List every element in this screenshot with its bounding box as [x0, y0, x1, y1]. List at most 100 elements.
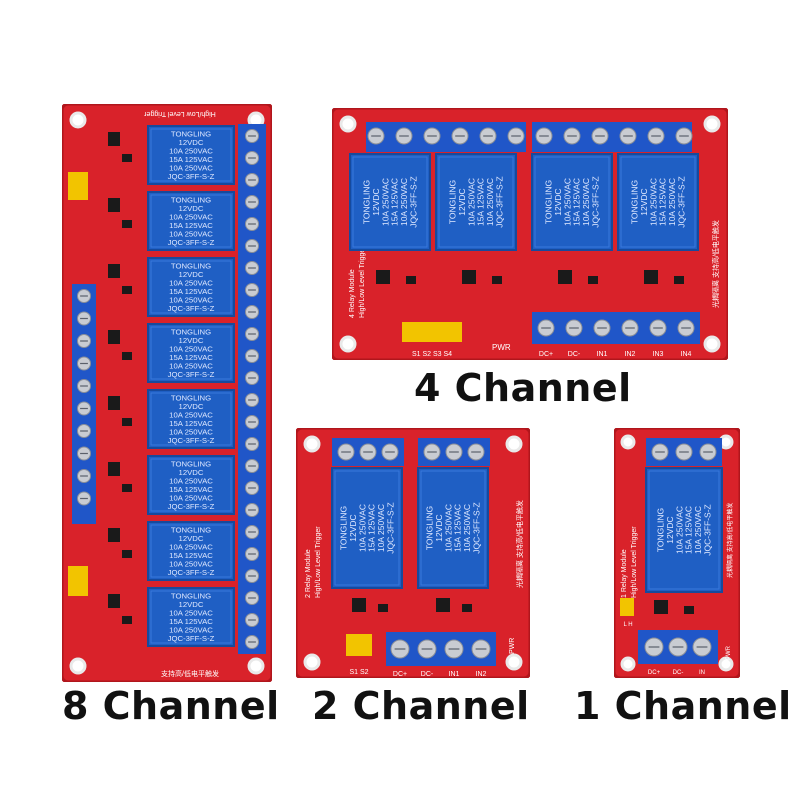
relay-print-line: 12VDC — [665, 516, 675, 543]
ic-chip — [378, 604, 388, 612]
relay-board-4-channel-image: MH 4 Relay Module High/Low Level Trigger… — [332, 108, 728, 360]
relay-board-1-channel: 1 Relay Module High/Low Level Trigger 光耦… — [614, 428, 740, 678]
relay-print-line: 15A 125VAC — [572, 178, 582, 226]
relay-print-line: 15A 125VAC — [684, 506, 694, 554]
relay-print-line: 10A 250VAC — [693, 506, 703, 554]
ic-chip — [122, 616, 132, 624]
ic-chip — [108, 330, 120, 344]
relay-print-line: 10A 250VAC — [169, 427, 213, 436]
relay-print-line: TONGLING — [171, 129, 211, 138]
ic-chip — [122, 154, 132, 162]
relay-print-line: 10A 250VAC — [169, 625, 213, 634]
board2-pwr-label: PWR — [509, 638, 516, 654]
relay-print-line: 12VDC — [348, 514, 358, 541]
relay-print-line: 15A 125VAC — [453, 504, 463, 552]
terminal-label: IN3 — [653, 351, 664, 358]
relay-board-2-channel: 2 Relay Module High/Low Level Trigger 光耦… — [296, 428, 530, 678]
board2-side-silk: 2 Relay Module — [305, 549, 312, 598]
terminal-label: IN1 — [597, 351, 608, 358]
relay-print-line: 10A 250VAC — [376, 504, 386, 552]
relay-print-line: 12VDC — [179, 270, 204, 279]
terminal-label: IN1 — [449, 671, 460, 678]
relay-print-line: 12VDC — [371, 188, 381, 215]
terminal-label: DC- — [421, 671, 434, 678]
terminal-label: DC- — [673, 670, 684, 676]
relay-print-line: 10A 250VAC — [648, 178, 658, 226]
relay-print-line: 10A 250VAC — [169, 361, 213, 370]
relay-print-line: JQC-3FF-S-Z — [168, 436, 215, 445]
ic-chip — [108, 594, 120, 608]
ic-chip — [684, 606, 694, 614]
ic-chip — [674, 276, 684, 284]
board1-jumper-labels: L H — [623, 622, 632, 628]
board1-side-silk-2: High/Low Level Trigger — [631, 526, 638, 598]
relay-print-line: 15A 125VAC — [476, 178, 486, 226]
ic-chip — [122, 352, 132, 360]
ic-chip — [122, 484, 132, 492]
ic-chip — [462, 604, 472, 612]
ic-chip — [654, 600, 668, 614]
ic-chip — [108, 132, 120, 146]
terminal-label: DC+ — [539, 351, 553, 358]
ic-chip — [376, 270, 390, 284]
relay-print-line: JQC-3FF-S-Z — [168, 370, 215, 379]
ic-chip — [436, 598, 450, 612]
terminal-label: IN — [699, 670, 705, 676]
relay-print-line: 10A 250VAC — [169, 212, 213, 221]
relay-print-line: 12VDC — [179, 138, 204, 147]
relay-print-line: 15A 125VAC — [169, 419, 213, 428]
board2-right-silk: 光耦隔离 支持高/低电平触发 — [515, 500, 524, 588]
relay-print-line: 10A 250VAC — [169, 410, 213, 419]
board4-pwr-label: PWR — [492, 343, 511, 352]
relay-print-line: 10A 250VAC — [485, 178, 495, 226]
relay-print-line: 12VDC — [179, 336, 204, 345]
relay-print-line: 12VDC — [179, 402, 204, 411]
relay-print-line: TONGLING — [171, 327, 211, 336]
ic-chip — [558, 270, 572, 284]
caption-8-channel: 8 Channel — [62, 684, 280, 728]
relay-print-line: 10A 250VAC — [581, 178, 591, 226]
relay-print-line: TONGLING — [630, 180, 640, 224]
board2-side-silk-2: High/Low Level Trigger — [315, 526, 322, 598]
relay-print-line: 10A 250VAC — [667, 178, 677, 226]
relay-print-line: 10A 250VAC — [443, 504, 453, 552]
board4-side-silk-2: High/Low Level Trigger — [359, 246, 366, 318]
ic-chip — [406, 276, 416, 284]
ic-chip — [108, 198, 120, 212]
relay-board-1-channel-image: 1 Relay Module High/Low Level Trigger 光耦… — [614, 428, 740, 678]
ic-chip — [588, 276, 598, 284]
relay-print-line: JQC-3FF-S-Z — [408, 176, 418, 227]
relay-print-line: JQC-3FF-S-Z — [702, 504, 712, 555]
relay-print-line: JQC-3FF-S-Z — [168, 502, 215, 511]
relay-print-line: 15A 125VAC — [169, 353, 213, 362]
board4-right-silk: 光耦隔离 支持高/低电平触发 — [711, 220, 720, 308]
relay-print-line: 15A 125VAC — [169, 617, 213, 626]
ic-chip — [108, 528, 120, 542]
relay-board-8-channel-image: High/Low Level Trigger TONGLING12VDC10A … — [62, 104, 272, 682]
ic-chip — [122, 418, 132, 426]
relay-print-line: TONGLING — [339, 506, 349, 550]
relay-print-line: TONGLING — [171, 261, 211, 270]
terminal-label: IN2 — [625, 351, 636, 358]
caption-4-channel: 4 Channel — [414, 366, 632, 410]
caption-1-channel: 1 Channel — [574, 684, 792, 728]
relay-print-line: 12VDC — [179, 600, 204, 609]
relay-print-line: JQC-3FF-S-Z — [494, 176, 504, 227]
relay-print-line: TONGLING — [171, 393, 211, 402]
relay-print-line: 15A 125VAC — [169, 221, 213, 230]
relay-print-line: TONGLING — [448, 180, 458, 224]
board8-header-silk: High/Low Level Trigger — [144, 110, 216, 117]
relay-print-line: 10A 250VAC — [169, 229, 213, 238]
terminal-label: DC- — [568, 351, 581, 358]
relay-print-line: 10A 250VAC — [169, 344, 213, 353]
ic-chip — [122, 220, 132, 228]
